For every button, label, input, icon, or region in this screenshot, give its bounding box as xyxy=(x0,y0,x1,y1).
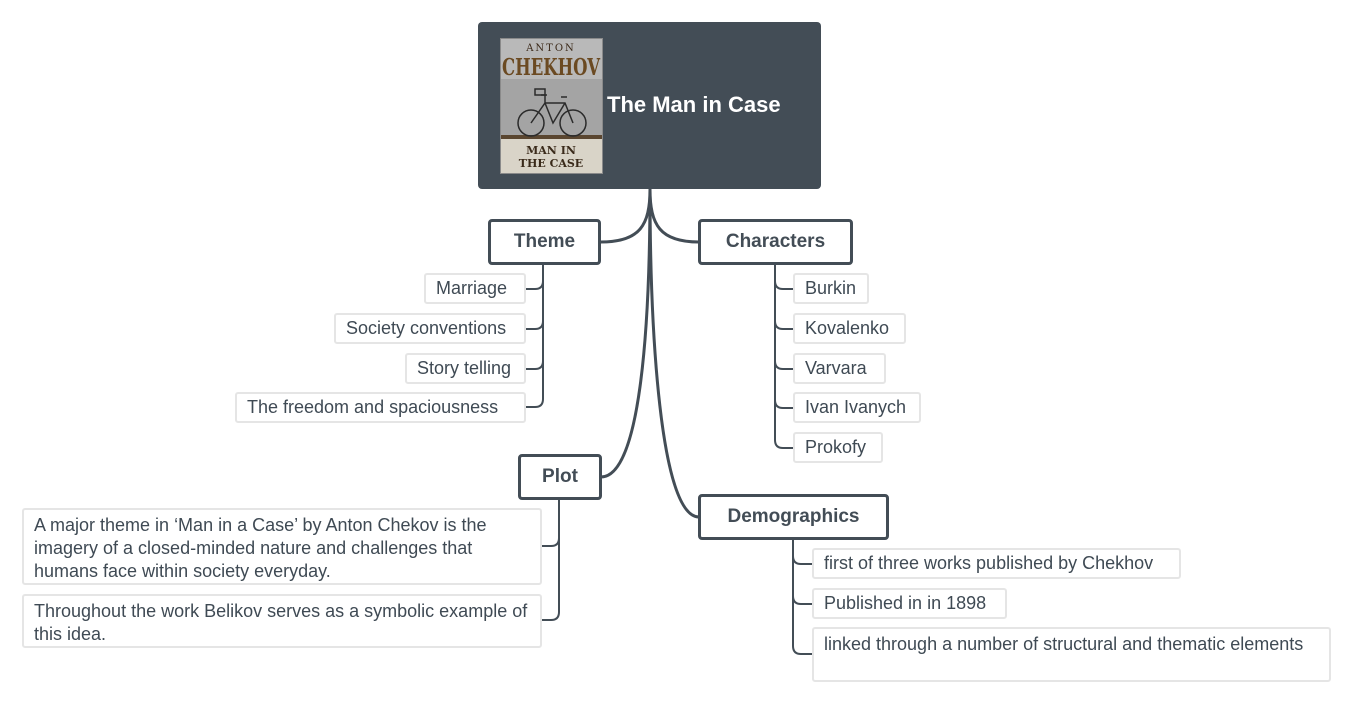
link-characters-burkin xyxy=(774,280,793,290)
cover-title-line1: MAN IN xyxy=(526,144,576,157)
topic-theme[interactable]: Theme xyxy=(488,219,601,265)
link-plot-spine xyxy=(541,499,560,621)
link-theme-society xyxy=(526,320,544,330)
cover-title-line2: THE CASE xyxy=(519,157,583,170)
character-varvara[interactable]: Varvara xyxy=(793,353,886,384)
topic-demographics[interactable]: Demographics xyxy=(698,494,889,540)
topic-characters[interactable]: Characters xyxy=(698,219,853,265)
link-characters-varvara xyxy=(774,360,793,370)
link-plot-item1 xyxy=(541,537,560,547)
link-theme-story xyxy=(526,360,544,370)
link-characters-kovalenko xyxy=(774,320,793,330)
character-ivan-ivanych[interactable]: Ivan Ivanych xyxy=(793,392,921,423)
link-characters-spine xyxy=(774,264,793,449)
link-central-theme xyxy=(599,187,652,244)
bicycle-icon xyxy=(517,88,587,137)
demographics-item-linked[interactable]: linked through a number of structural an… xyxy=(812,627,1331,682)
theme-item-story-telling[interactable]: Story telling xyxy=(405,353,526,384)
link-central-plot xyxy=(599,187,652,479)
theme-item-society-conventions[interactable]: Society conventions xyxy=(334,313,526,344)
theme-item-marriage[interactable]: Marriage xyxy=(424,273,526,304)
central-topic-title: The Man in Case xyxy=(607,92,781,117)
theme-item-freedom-spaciousness[interactable]: The freedom and spaciousness xyxy=(235,392,526,423)
cover-author-last: CHEKHOV xyxy=(502,54,601,81)
link-central-demographics xyxy=(648,187,701,519)
cover-author-first: ANTON xyxy=(525,43,576,54)
character-burkin[interactable]: Burkin xyxy=(793,273,869,304)
link-characters-ivan xyxy=(774,399,793,409)
demographics-item-first-of-three[interactable]: first of three works published by Chekho… xyxy=(812,548,1181,579)
character-kovalenko[interactable]: Kovalenko xyxy=(793,313,906,344)
link-theme-spine xyxy=(526,264,544,408)
link-demographics-item1 xyxy=(792,555,812,565)
character-prokofy[interactable]: Prokofy xyxy=(793,432,883,463)
topic-plot[interactable]: Plot xyxy=(518,454,602,500)
demographics-item-published-1898[interactable]: Published in in 1898 xyxy=(812,588,1007,619)
link-theme-marriage xyxy=(526,280,544,290)
plot-item-belikov[interactable]: Throughout the work Belikov serves as a … xyxy=(22,594,542,648)
link-demographics-spine xyxy=(792,539,812,655)
link-central-characters xyxy=(648,187,701,244)
link-demographics-item2 xyxy=(792,595,812,605)
book-cover-image: ANTON CHEKHOV MAN IN THE CASE xyxy=(500,38,603,174)
plot-item-major-theme[interactable]: A major theme in ‘Man in a Case’ by Anto… xyxy=(22,508,542,585)
